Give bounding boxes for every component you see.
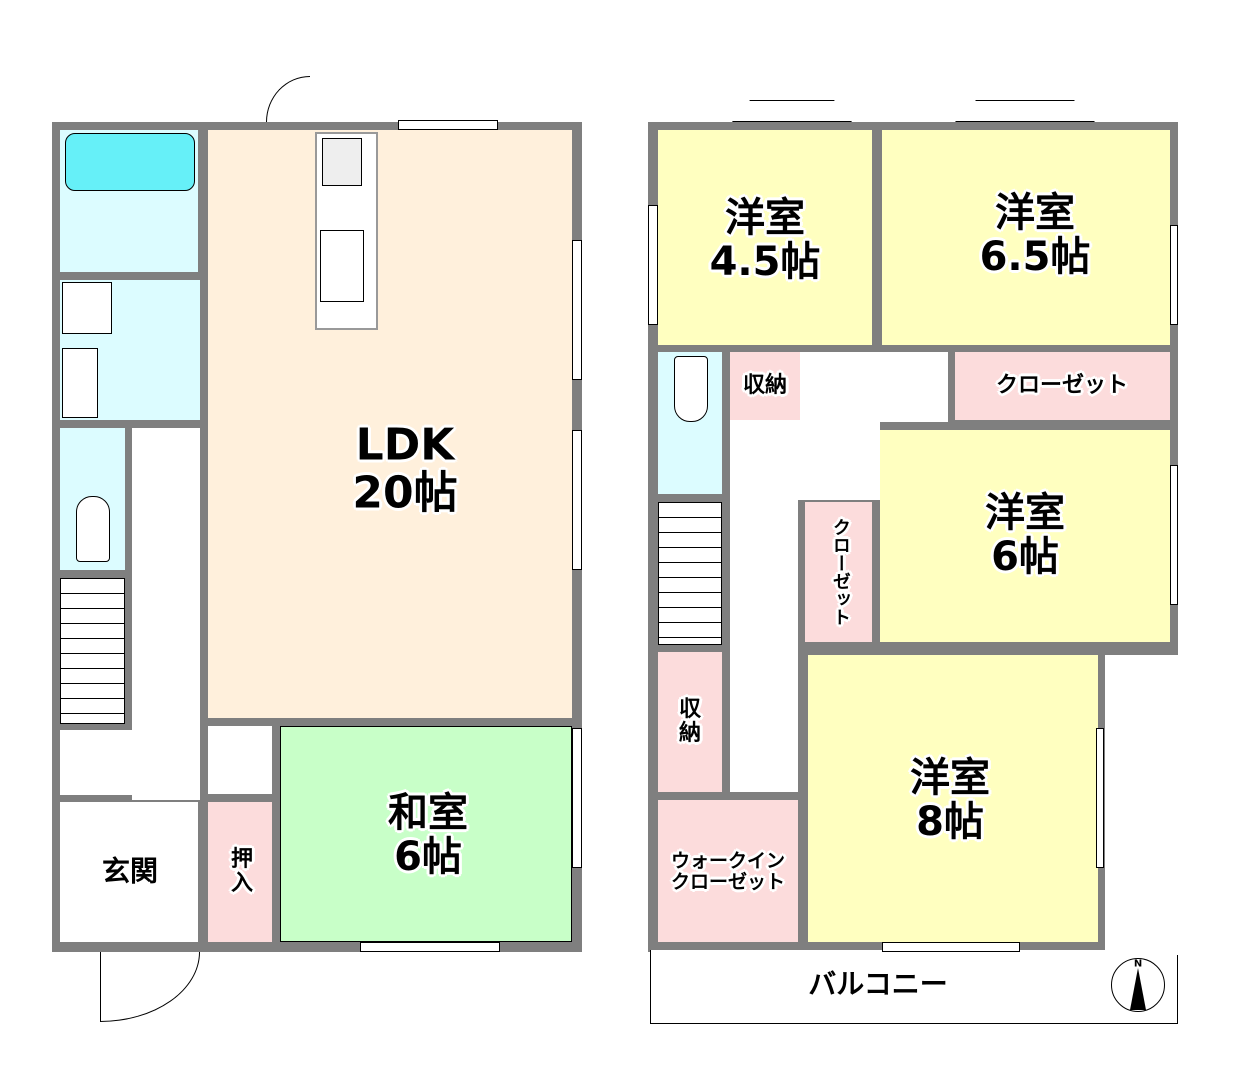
- window: [572, 728, 582, 868]
- room-8-size: 8帖: [916, 799, 984, 845]
- room-6-size: 6帖: [991, 534, 1059, 580]
- walk-in-closet-label: ウォークインクローゼット: [671, 851, 785, 893]
- window: [1096, 728, 1104, 868]
- window: [648, 205, 658, 325]
- room-6: [880, 430, 1170, 642]
- ldk-room: [208, 130, 572, 718]
- balcony-label: バルコニー: [808, 967, 948, 1001]
- toilet-1f: [76, 496, 110, 562]
- stairs-1f: [60, 578, 125, 724]
- window: [882, 942, 1020, 952]
- compass-arrow-icon: [1130, 968, 1146, 1010]
- hall-right: [880, 352, 948, 422]
- oshiire: [208, 802, 272, 942]
- sink: [62, 348, 98, 418]
- ldk-size: 20帖: [352, 468, 458, 519]
- room-6-name: 洋室: [985, 490, 1065, 536]
- washitsu: [280, 726, 572, 942]
- door-area: [208, 726, 272, 794]
- compass-north-label: N: [1133, 958, 1143, 970]
- window: [572, 240, 582, 380]
- balcony-side: [1105, 655, 1178, 955]
- window: [1170, 465, 1178, 605]
- storage-2f-left: [658, 652, 722, 792]
- window: [1170, 225, 1178, 325]
- window: [572, 430, 582, 570]
- storage-2f-left-label: 収納: [678, 696, 701, 746]
- washitsu-name: 和室: [388, 790, 468, 836]
- kitchen-door[interactable]: [266, 76, 310, 122]
- room-4-5: [658, 130, 872, 345]
- window: [360, 942, 500, 952]
- wic-line1: ウォークイン: [670, 850, 786, 873]
- bay-window: [732, 100, 852, 122]
- window: [398, 120, 498, 130]
- hall-lower: [60, 730, 200, 795]
- closet-room-6-5: [955, 352, 1170, 420]
- oshiire-label: 押入: [230, 846, 253, 896]
- stairs-2f: [658, 502, 722, 645]
- washing-machine: [62, 282, 112, 334]
- stove: [322, 138, 362, 186]
- room-6-5-size: 6.5帖: [979, 234, 1091, 280]
- bathtub: [65, 133, 195, 191]
- room-8-name: 洋室: [910, 755, 990, 801]
- room-6-5-name: 洋室: [994, 190, 1075, 236]
- room-4-5-size: 4.5帖: [709, 239, 821, 285]
- wic-line2: クローゼット: [670, 871, 786, 893]
- entrance-door[interactable]: [100, 952, 200, 1022]
- kitchen-sink: [320, 230, 364, 302]
- room-8: [808, 655, 1098, 942]
- toilet-2f: [674, 356, 708, 422]
- closet-vertical-label: クローゼット: [829, 518, 851, 626]
- storage-2f-top-label: 収納: [742, 372, 788, 398]
- balcony: [650, 950, 1178, 1024]
- room-6-5: [882, 130, 1170, 345]
- genkan-label: 玄関: [101, 854, 159, 888]
- washitsu-size: 6帖: [394, 834, 462, 880]
- genkan: [60, 802, 198, 942]
- bay-window: [955, 100, 1095, 122]
- closet-vertical: [805, 502, 872, 642]
- storage-2f-top: [730, 352, 800, 420]
- room-4-5-name: 洋室: [724, 195, 805, 241]
- closet-label: クローゼット: [995, 372, 1129, 398]
- ldk-name: LDK: [355, 419, 455, 471]
- hallway-2f-lower: [730, 420, 798, 792]
- walk-in-closet: [658, 800, 798, 942]
